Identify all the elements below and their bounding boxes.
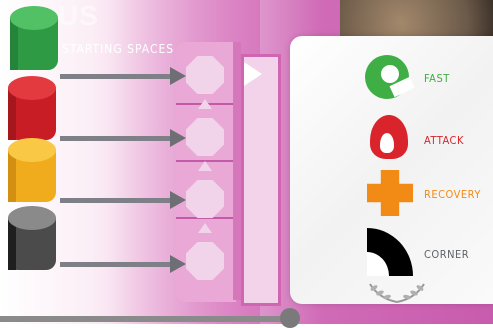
- space-connector: [198, 161, 212, 171]
- pawn-green[interactable]: [10, 6, 58, 78]
- pawn-gray[interactable]: [8, 206, 56, 278]
- fire-icon: [370, 115, 408, 159]
- legend-label-fast: FAST: [424, 72, 450, 85]
- arrow: [60, 136, 172, 141]
- swirl-icon: [365, 55, 409, 99]
- legend-label-recovery: RECOVERY: [424, 188, 481, 201]
- track-start-box: [241, 54, 281, 306]
- track-start-arrow: [244, 62, 262, 86]
- legend-label-corner: CORNER: [424, 248, 469, 261]
- pawn-top: [8, 138, 56, 162]
- pawn-top: [10, 6, 58, 30]
- pawn-top: [8, 206, 56, 230]
- laurel-icon: [364, 278, 430, 304]
- arrow: [60, 74, 172, 79]
- starting-spaces-label: STARTING SPACES: [62, 42, 174, 56]
- arrow: [60, 198, 172, 203]
- pawn-yellow[interactable]: [8, 138, 56, 210]
- space-connector: [198, 99, 212, 109]
- background-photo: [340, 0, 493, 38]
- board-spine: [233, 42, 241, 300]
- arrow: [60, 262, 172, 267]
- legend-label-attack: ATTACK: [424, 134, 464, 147]
- bottom-track-knob[interactable]: [280, 308, 300, 328]
- pawn-top: [8, 76, 56, 100]
- bottom-track-bar: [0, 316, 292, 322]
- space-connector: [198, 223, 212, 233]
- page-title-fragment: US: [58, 0, 99, 32]
